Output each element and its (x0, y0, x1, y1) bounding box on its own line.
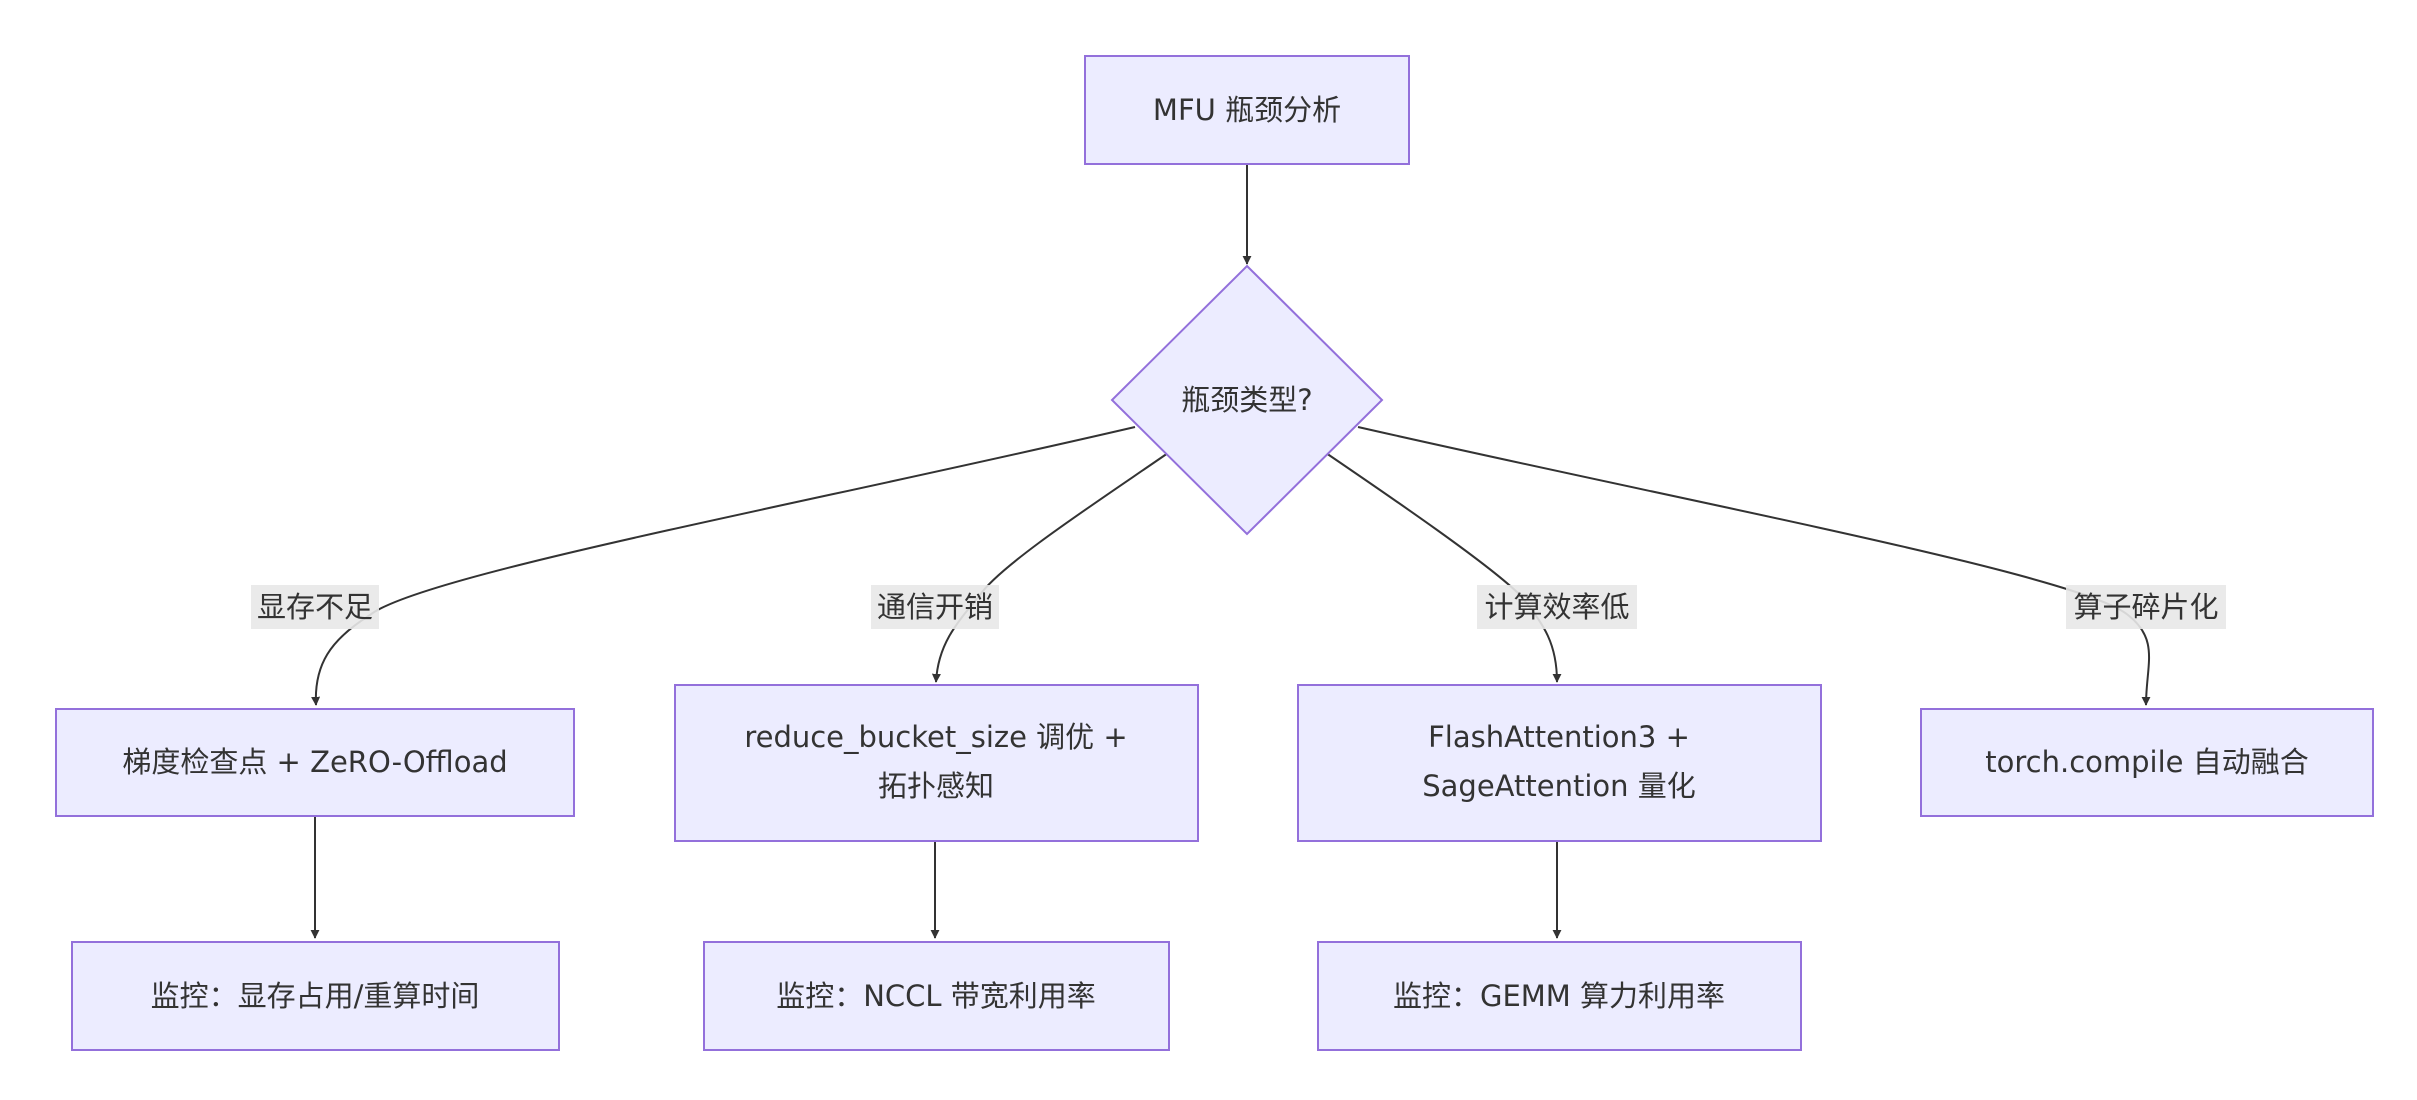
edge-label-comm: 通信开销 (871, 585, 999, 629)
node-memory: 梯度检查点 + ZeRO-Offload (55, 708, 575, 817)
svg-text:MFU 瓶颈分析: MFU 瓶颈分析 (1153, 93, 1341, 127)
svg-text:FlashAttention3 +: FlashAttention3 + (1428, 720, 1690, 754)
edge-decision-to-fusion (1357, 426, 2151, 706)
edge-decision-to-compute (1325, 452, 1562, 683)
edge-label-compute: 计算效率低 (1477, 585, 1637, 629)
svg-text:算子碎片化: 算子碎片化 (2073, 590, 2218, 624)
node-monitor-compute: 监控：GEMM 算力利用率 (1317, 941, 1802, 1051)
edge-label-fusion: 算子碎片化 (2066, 585, 2226, 629)
node-compute: FlashAttention3 + SageAttention 量化 (1297, 684, 1822, 842)
node-monitor-memory: 监控：显存占用/重算时间 (71, 941, 560, 1051)
svg-text:显存不足: 显存不足 (257, 590, 373, 624)
node-comm: reduce_bucket_size 调优 + 拓扑感知 (674, 684, 1199, 842)
edge-label-memory: 显存不足 (251, 585, 379, 629)
edge-decision-to-memory (311, 426, 1136, 706)
node-fusion: torch.compile 自动融合 (1920, 708, 2374, 817)
edge-decision-to-comm (931, 452, 1169, 683)
node-root: MFU 瓶颈分析 (1084, 55, 1410, 165)
svg-text:通信开销: 通信开销 (877, 590, 993, 624)
node-monitor-comm: 监控：NCCL 带宽利用率 (703, 941, 1170, 1051)
svg-text:torch.compile 自动融合: torch.compile 自动融合 (1985, 745, 2308, 779)
svg-text:监控：显存占用/重算时间: 监控：显存占用/重算时间 (151, 979, 480, 1013)
svg-text:SageAttention 量化: SageAttention 量化 (1422, 769, 1696, 803)
svg-text:拓扑感知: 拓扑感知 (878, 769, 994, 803)
svg-text:梯度检查点 + ZeRO-Offload: 梯度检查点 + ZeRO-Offload (122, 745, 507, 779)
node-decision: 瓶颈类型? (1110, 264, 1384, 536)
svg-text:瓶颈类型?: 瓶颈类型? (1181, 383, 1312, 417)
svg-text:计算效率低: 计算效率低 (1484, 590, 1629, 624)
svg-text:reduce_bucket_size 调优 +: reduce_bucket_size 调优 + (744, 720, 1127, 754)
svg-text:监控：GEMM 算力利用率: 监控：GEMM 算力利用率 (1393, 979, 1725, 1013)
svg-text:监控：NCCL 带宽利用率: 监控：NCCL 带宽利用率 (776, 979, 1096, 1013)
